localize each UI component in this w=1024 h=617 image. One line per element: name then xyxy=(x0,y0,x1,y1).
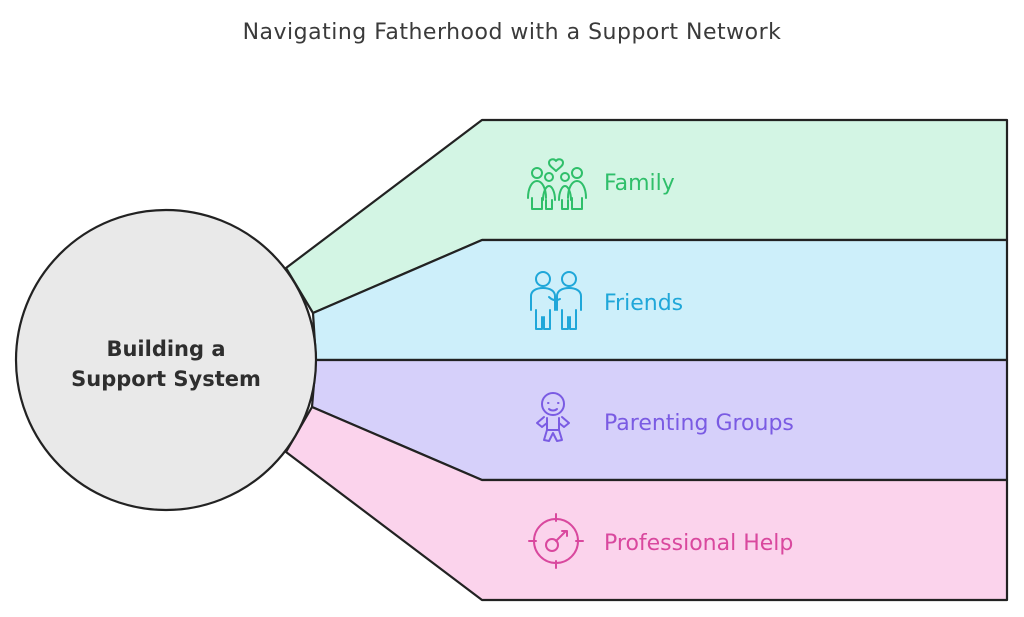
family-icon xyxy=(527,158,587,210)
center-node-label-line2: Support System xyxy=(71,367,261,391)
diagram-title: Navigating Fatherhood with a Support Net… xyxy=(243,20,782,45)
branch-family-label: Family xyxy=(604,171,675,196)
center-node xyxy=(14,208,318,512)
branch-professional-help-band xyxy=(284,405,1009,602)
friends-icon xyxy=(530,271,582,330)
center-node-label-line1: Building a xyxy=(106,337,225,361)
branch-professional-help xyxy=(284,405,1009,602)
target-icon xyxy=(528,513,584,569)
baby-icon xyxy=(536,392,570,442)
branch-friends-label: Friends xyxy=(604,291,683,316)
branch-parenting-groups-label: Parenting Groups xyxy=(604,411,794,436)
branch-professional-help-label: Professional Help xyxy=(604,531,793,556)
